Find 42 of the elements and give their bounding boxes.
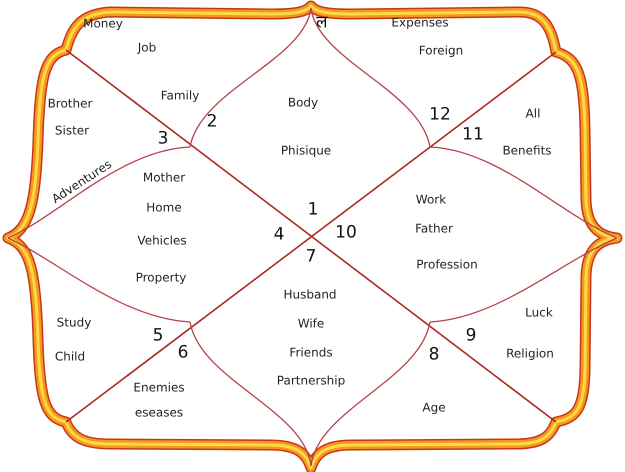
house-label: All bbox=[526, 107, 540, 121]
house-number: 5 bbox=[152, 326, 164, 346]
house-label: eseases bbox=[134, 406, 184, 420]
house-number: 10 bbox=[335, 224, 357, 242]
house-label: Child bbox=[54, 350, 86, 364]
house-label: Partnership bbox=[276, 374, 346, 388]
house-label: Benefits bbox=[502, 144, 552, 158]
house-label: Religion bbox=[506, 347, 554, 361]
house-label: Money bbox=[83, 17, 123, 31]
house-label: Study bbox=[56, 316, 92, 330]
house-label: Brother bbox=[48, 97, 92, 111]
house-label: Sister bbox=[54, 124, 90, 138]
house-number: 4 bbox=[274, 226, 284, 244]
house-label: Father bbox=[415, 222, 453, 236]
devanagari-letter: ल bbox=[316, 14, 328, 32]
house-label: Property bbox=[136, 271, 186, 285]
house-number: 8 bbox=[428, 346, 440, 364]
house-label: Mother bbox=[142, 171, 186, 185]
house-number: 7 bbox=[306, 248, 316, 266]
house-label: Friends bbox=[289, 346, 333, 360]
house-number: 2 bbox=[206, 112, 218, 132]
house-label: Luck bbox=[525, 306, 553, 320]
house-number: 1 bbox=[308, 200, 318, 220]
house-label: Foreign bbox=[418, 44, 464, 58]
house-label: Job bbox=[138, 41, 156, 55]
house-number: 12 bbox=[429, 106, 451, 124]
house-number: 11 bbox=[462, 126, 484, 144]
house-label: Family bbox=[160, 89, 200, 103]
house-label: Vehicles bbox=[137, 234, 187, 248]
house-label: Age bbox=[422, 401, 446, 415]
house-label: Home bbox=[146, 201, 182, 215]
house-label: Body bbox=[288, 96, 318, 110]
house-label: Profession bbox=[416, 258, 478, 272]
house-label: Work bbox=[416, 193, 446, 207]
house-number: 3 bbox=[158, 130, 168, 148]
house-number: 9 bbox=[466, 326, 476, 346]
house-label: Husband bbox=[283, 288, 337, 302]
house-number: 6 bbox=[178, 344, 188, 362]
house-label: Enemies bbox=[133, 381, 185, 395]
house-label: Wife bbox=[298, 317, 324, 331]
house-label: Phisique bbox=[280, 144, 332, 158]
house-label: Expenses bbox=[391, 16, 449, 30]
